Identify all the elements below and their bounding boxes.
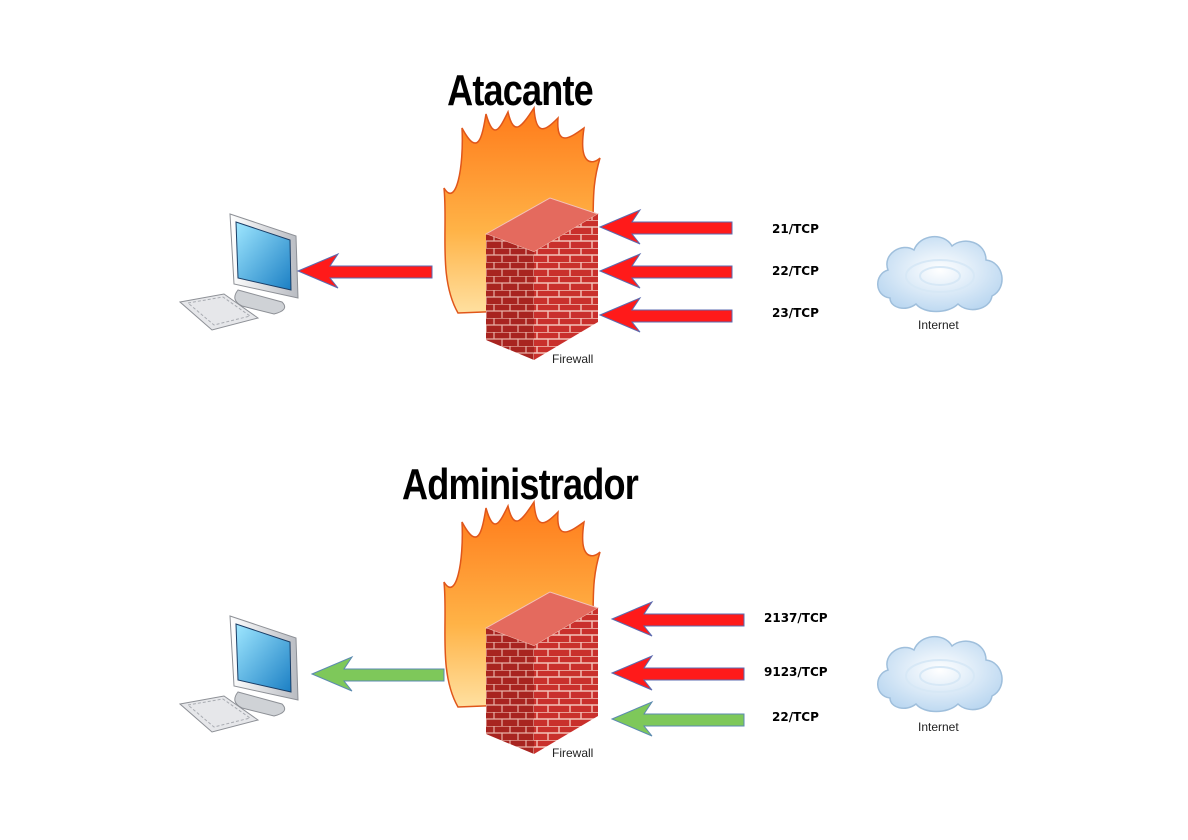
port-label: 23/TCP: [772, 306, 819, 320]
inbound-arrow: [610, 654, 745, 691]
computer-icon: [178, 615, 299, 733]
internet-cloud-icon: [877, 236, 1003, 313]
inbound-arrow: [610, 700, 745, 737]
port-label: 9123/TCP: [764, 665, 828, 679]
scenario-title-atacante: Atacante: [447, 66, 594, 115]
inbound-arrow: [610, 600, 745, 637]
firewall-icon: [443, 499, 601, 754]
inbound-arrow: [598, 208, 733, 245]
port-label: 2137/TCP: [764, 611, 828, 625]
firewall-icon: [443, 105, 601, 360]
outbound-arrow: [296, 252, 433, 289]
firewall-label: Firewall: [552, 352, 594, 366]
inbound-arrow: [598, 296, 733, 333]
scenario-title-administrador: Administrador: [402, 460, 639, 509]
firewall-label: Firewall: [552, 746, 594, 760]
inbound-arrow: [598, 252, 733, 289]
internet-label: Internet: [918, 318, 959, 332]
internet-label: Internet: [918, 720, 959, 734]
port-label: 21/TCP: [772, 222, 819, 236]
internet-cloud-icon: [877, 636, 1003, 713]
computer-icon: [178, 213, 299, 331]
outbound-arrow: [310, 655, 445, 692]
port-label: 22/TCP: [772, 710, 819, 724]
port-label: 22/TCP: [772, 264, 819, 278]
